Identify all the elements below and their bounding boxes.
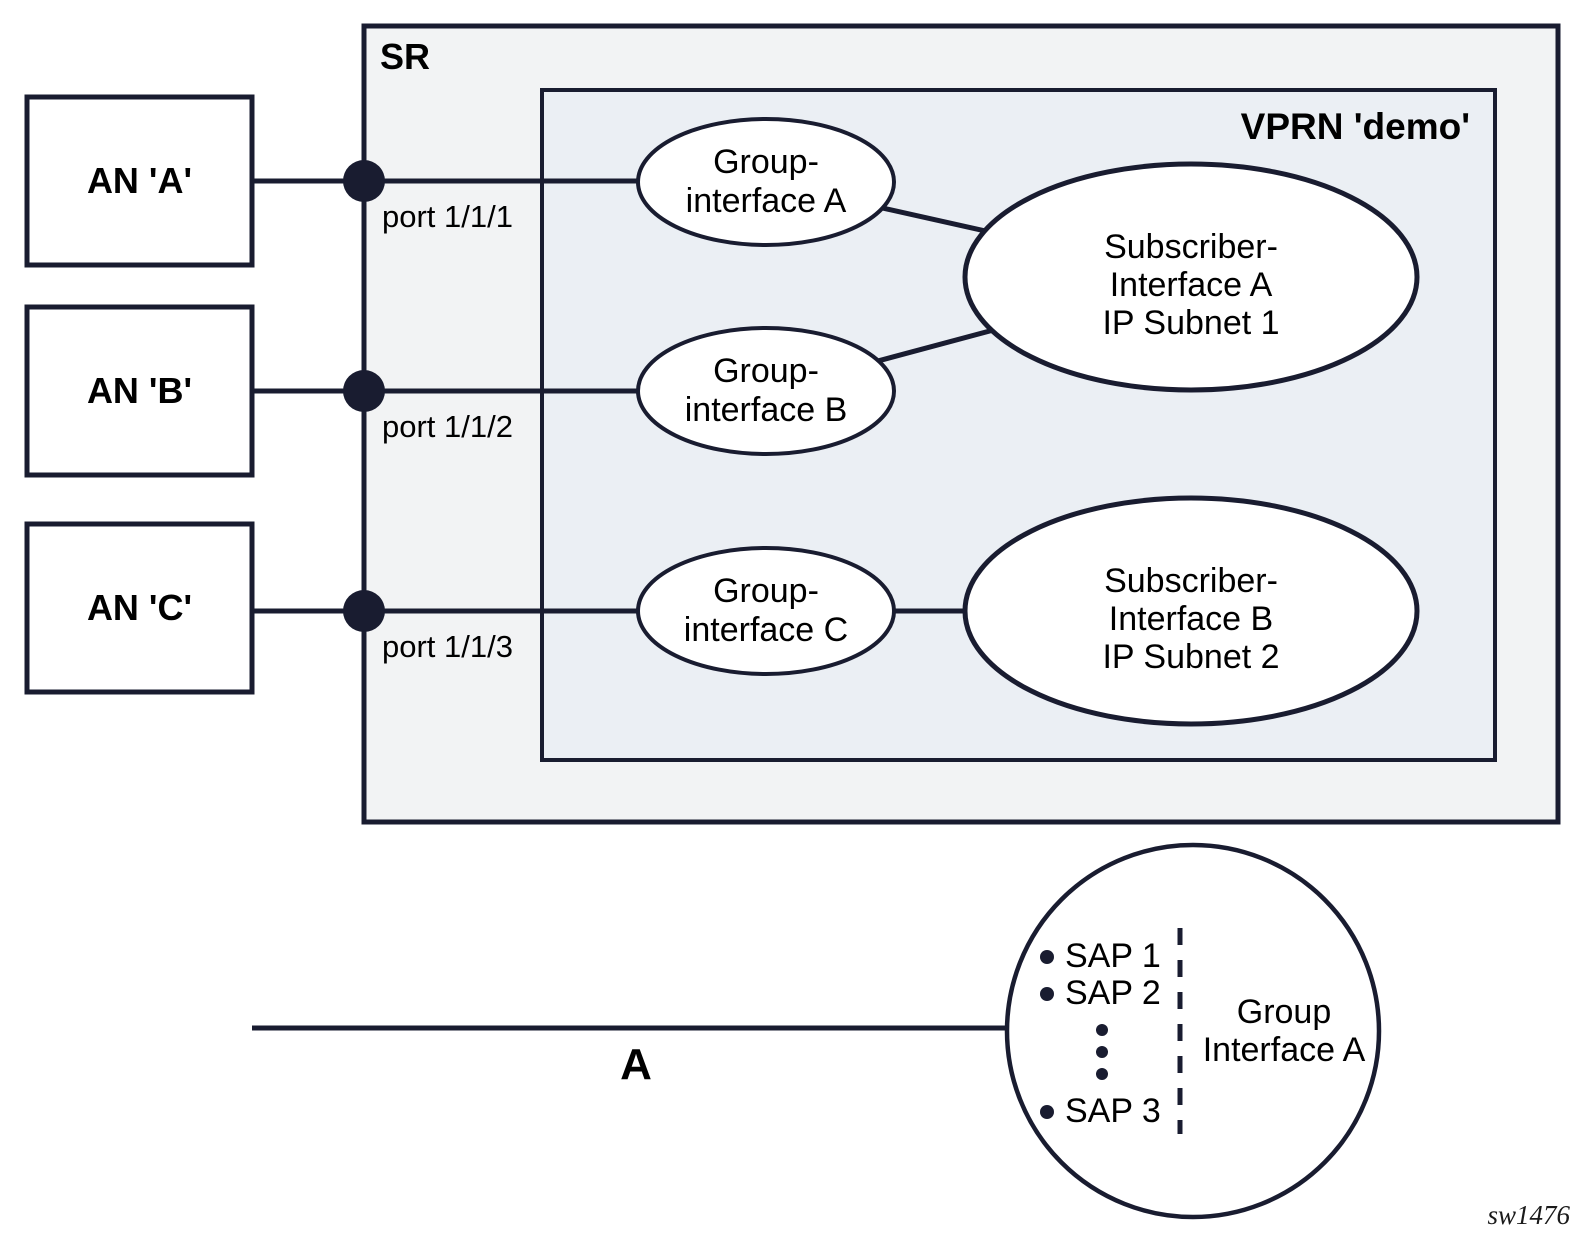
an-c-label: AN 'C' [86, 587, 193, 628]
port-1-1-1-dot [343, 160, 385, 202]
group-interface-a-line2: interface A [685, 182, 847, 220]
subscriber-interface-b-label: Subscriber- Interface B IP Subnet 2 [1011, 562, 1371, 676]
group-interface-b-line1: Group- [713, 352, 819, 390]
link-a-label: A [620, 1040, 652, 1089]
subscriber-interface-b-line3: IP Subnet 2 [1102, 638, 1280, 676]
sap-item-2: SAP 2 [1040, 974, 1161, 1013]
an-a-box [24, 94, 255, 268]
bullet-icon [1040, 949, 1054, 964]
sap-ellipsis-dots [1096, 1024, 1108, 1080]
sap-item-3: SAP 3 [1040, 1092, 1161, 1131]
subscriber-interface-b-ellipse [962, 495, 1420, 727]
port-1-1-2-label: port 1/1/2 [382, 409, 513, 444]
group-interface-a-ellipse [636, 117, 896, 247]
group-interface-b-ellipse [636, 326, 896, 456]
group-interface-a-detail-circle [1004, 842, 1382, 1220]
subscriber-interface-b-line2: Interface B [1108, 600, 1274, 638]
port-1-1-2-dot [343, 370, 385, 412]
sap-2-label: SAP 2 [1065, 974, 1161, 1012]
group-interface-c-line2: interface C [683, 611, 849, 649]
subscriber-interface-a-ellipse [962, 161, 1420, 393]
an-b-box [24, 304, 255, 478]
an-a-label: AN 'A' [86, 160, 193, 201]
group-interface-a-label: Group- interface A [646, 143, 886, 221]
subscriber-interface-a-line3: IP Subnet 1 [1102, 304, 1280, 342]
bullet-icon [1040, 986, 1054, 1001]
vprn-label: VPRN 'demo' [1240, 106, 1470, 147]
detail-circle-label-line2: Interface A [1202, 1031, 1366, 1069]
group-interface-c-label: Group- interface C [646, 572, 886, 650]
bullet-icon [1040, 1104, 1054, 1119]
sr-label: SR [380, 36, 431, 77]
sap-3-label: SAP 3 [1065, 1092, 1161, 1130]
sap-item-1: SAP 1 [1040, 937, 1161, 976]
subscriber-interface-a-line2: Interface A [1109, 266, 1273, 304]
port-1-1-3-label: port 1/1/3 [382, 629, 513, 664]
group-interface-c-line1: Group- [713, 572, 819, 610]
an-c-box [24, 521, 255, 695]
watermark: sw1476 [1487, 1200, 1570, 1230]
port-1-1-3-dot [343, 590, 385, 632]
an-b-label: AN 'B' [86, 370, 193, 411]
subscriber-interface-a-label: Subscriber- Interface A IP Subnet 1 [1011, 228, 1371, 342]
port-1-1-1-label: port 1/1/1 [382, 199, 513, 234]
detail-circle-label-line1: Group [1236, 993, 1332, 1031]
group-interface-a-line1: Group- [713, 143, 819, 181]
group-interface-b-line2: interface B [684, 391, 848, 429]
subscriber-interface-a-line1: Subscriber- [1104, 228, 1278, 266]
detail-circle-label: Group Interface A [1164, 993, 1404, 1069]
sap-1-label: SAP 1 [1065, 937, 1161, 975]
group-interface-c-ellipse [636, 546, 896, 676]
group-interface-b-label: Group- interface B [646, 352, 886, 430]
subscriber-interface-b-line1: Subscriber- [1104, 562, 1278, 600]
